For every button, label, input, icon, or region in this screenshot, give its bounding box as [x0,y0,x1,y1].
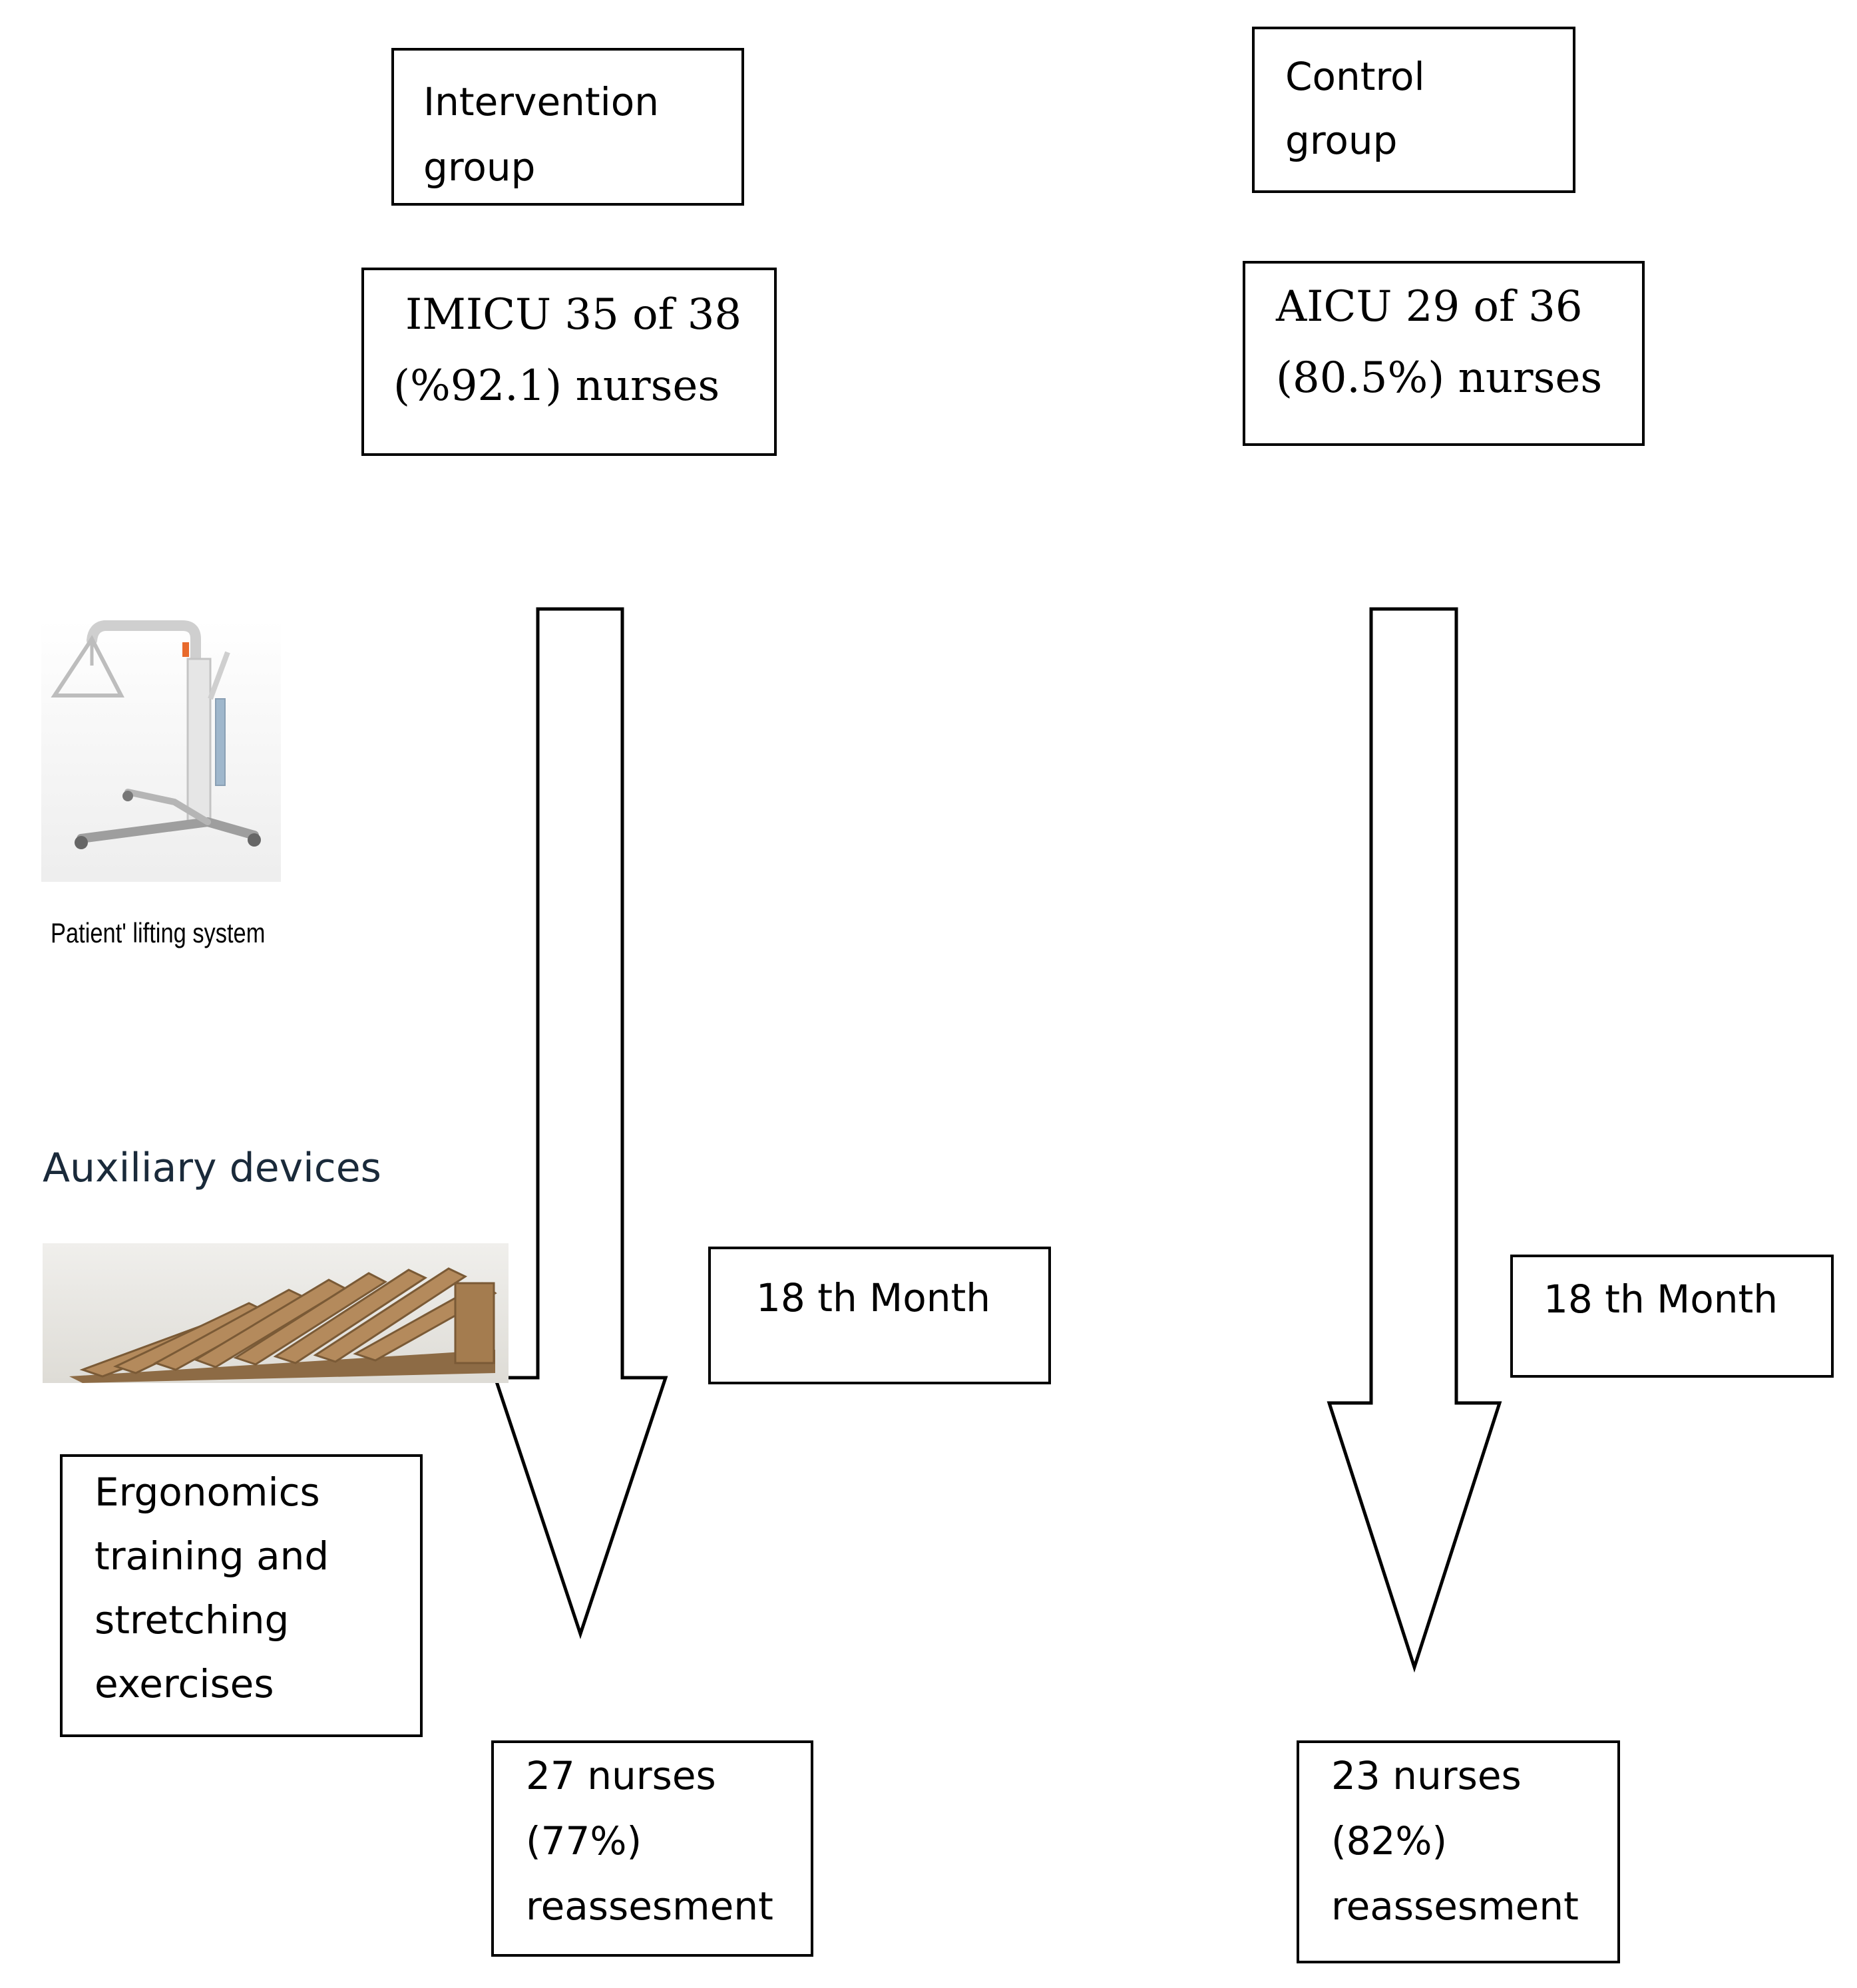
control-group-line-1: Control [1285,54,1425,99]
intervention-followup-box: 27 nurses (77%) reassesment [491,1740,813,1957]
ergonomics-training-box: Ergonomics training and stretching exerc… [60,1454,423,1737]
ergonomics-line-3: stretching [95,1597,290,1643]
intervention-group-line-1: Intervention [423,79,660,124]
auxiliary-device-image [43,1243,509,1383]
control-duration-label: 18 th Month [1544,1277,1778,1322]
intervention-enrolment-line-2: (%92.1) nurses [393,361,720,411]
ergonomics-line-4: exercises [95,1661,274,1706]
control-enrolment-line-2: (80.5%) nurses [1276,353,1603,403]
patient-lifting-system-image [41,619,281,882]
control-followup-box: 23 nurses (82%) reassesment [1297,1740,1620,1963]
control-followup-line-2: (82%) [1331,1818,1448,1864]
patient-lifting-caption: Patient' lifting system [51,917,266,948]
intervention-flow-arrow [493,607,668,1639]
intervention-group-line-2: group [423,144,536,190]
control-enrolment-line-1: AICU 29 of 36 [1276,282,1583,331]
control-group-box: Control group [1252,27,1575,193]
intervention-duration-label: 18 th Month [756,1275,990,1320]
control-followup-line-1: 23 nurses [1331,1753,1522,1798]
intervention-followup-line-2: (77%) [526,1818,642,1864]
control-group-line-2: group [1285,118,1398,163]
intervention-followup-line-3: reassesment [526,1884,773,1929]
intervention-followup-line-1: 27 nurses [526,1753,716,1798]
control-enrolment-box: AICU 29 of 36 (80.5%) nurses [1243,261,1645,446]
control-followup-line-3: reassesment [1331,1884,1579,1929]
control-flow-arrow [1327,607,1502,1673]
intervention-group-box: Intervention group [391,48,744,206]
intervention-duration-box: 18 th Month [708,1247,1051,1384]
auxiliary-devices-title: Auxiliary devices [43,1145,381,1191]
ergonomics-line-1: Ergonomics [95,1470,320,1515]
ergonomics-line-2: training and [95,1533,329,1579]
control-duration-box: 18 th Month [1510,1255,1834,1378]
intervention-enrolment-line-1: IMICU 35 of 38 [405,290,742,339]
intervention-enrolment-box: IMICU 35 of 38 (%92.1) nurses [361,268,777,456]
